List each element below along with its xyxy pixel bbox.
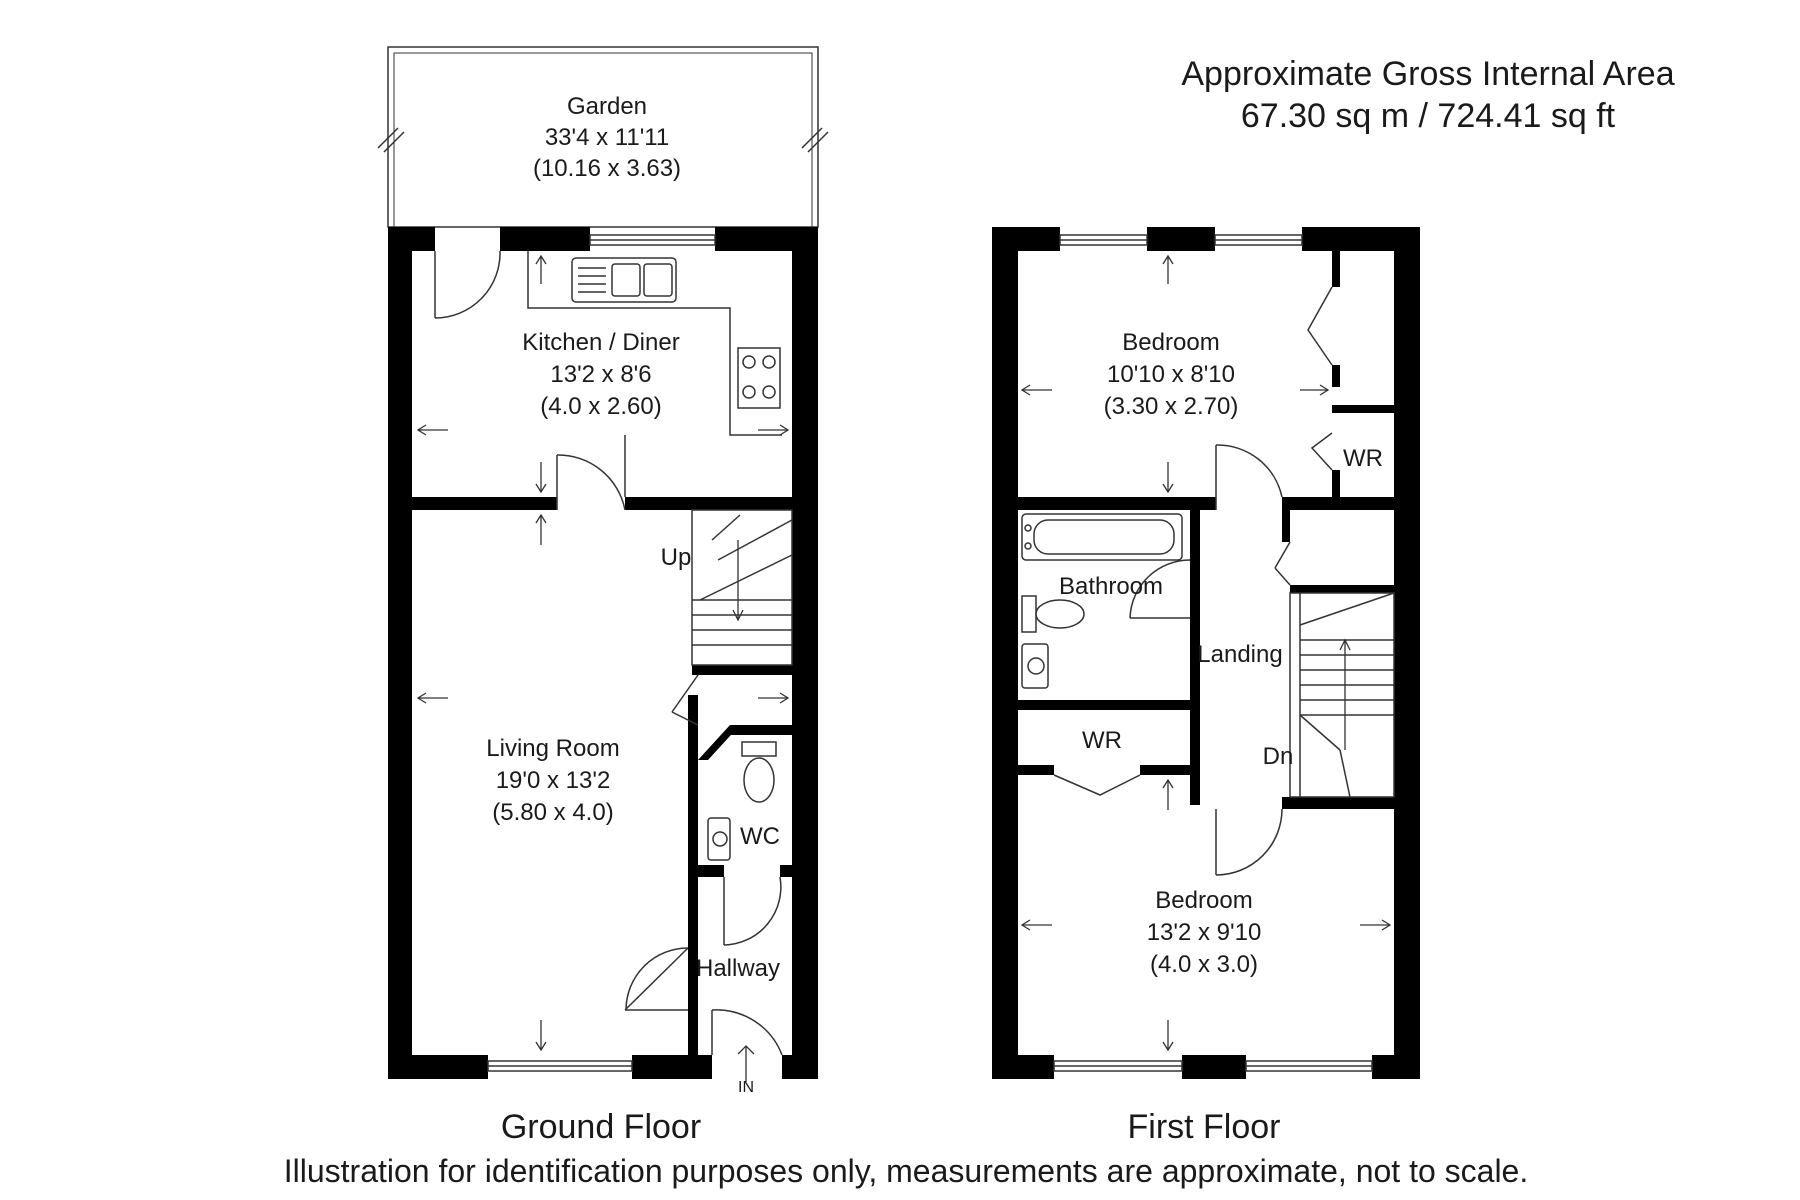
bedroom1-imperial: 10'10 x 8'10 [1107,361,1235,388]
kitchen-name: Kitchen / Diner [522,329,679,356]
kitchen-counter [527,251,782,436]
disclaimer-text: Illustration for identification purposes… [284,1153,1528,1189]
living-metric: (5.80 x 4.0) [492,799,613,826]
first-windows [1053,234,1373,1072]
garden-imperial: 33'4 x 11'11 [545,124,669,151]
area-title: Approximate Gross Internal Area [1181,55,1674,93]
first-stairs [1289,592,1395,798]
bathroom-fixtures [1021,513,1191,689]
kitchen-imperial: 13'2 x 8'6 [550,361,651,388]
ground-dimension-arrows [416,254,790,1082]
bathroom-name: Bathroom [1059,573,1163,600]
ground-doors [434,250,783,1056]
hallway-name: Hallway [696,955,780,982]
bedroom2-name: Bedroom [1155,887,1252,914]
first-outer-walls [992,227,1420,1079]
area-value: 67.30 sq m / 724.41 sq ft [1241,97,1616,135]
garden-metric: (10.16 x 3.63) [533,155,681,182]
bedroom2-imperial: 13'2 x 9'10 [1147,919,1262,946]
ground-windows [487,234,716,1072]
wr2-name: WR [1082,727,1122,754]
ground-floor-plan: Garden 33'4 x 11'11 (10.16 x 3.63) Kitch… [377,46,829,1096]
bedroom1-name: Bedroom [1122,329,1219,356]
first-floor-title: First Floor [1128,1108,1281,1146]
entrance-label: IN [738,1079,754,1096]
ground-interior-walls [412,497,792,1055]
garden-name: Garden [567,93,647,120]
stairs-up-label: Up [661,544,692,571]
kitchen-metric: (4.0 x 2.60) [540,393,661,420]
living-name: Living Room [486,735,619,762]
stairs-down-label: Dn [1263,743,1294,770]
hob [737,347,781,409]
landing-name: Landing [1197,641,1282,668]
bedroom1-metric: (3.30 x 2.70) [1104,393,1239,420]
first-labels: Bedroom 10'10 x 8'10 (3.30 x 2.70) WR Ba… [1059,329,1383,978]
first-dimension-arrows [1020,254,1392,1052]
living-imperial: 19'0 x 13'2 [496,767,611,794]
wardrobe-doors [1053,286,1333,796]
ground-floor-title: Ground Floor [501,1108,701,1146]
wr1-name: WR [1343,445,1383,472]
plan-headers: Approximate Gross Internal Area 67.30 sq… [284,55,1675,1189]
landing-doors [1215,444,1283,876]
ground-stairs [691,509,793,666]
bath-toilet [1035,599,1085,629]
first-floor-plan: Bedroom 10'10 x 8'10 (3.30 x 2.70) WR Ba… [992,227,1420,1079]
first-interior-walls [1018,251,1394,809]
wc-name: WC [740,823,780,850]
wc-fixtures [707,741,777,861]
ground-outer-walls [388,227,818,1079]
ground-labels: Garden 33'4 x 11'11 (10.16 x 3.63) Kitch… [486,93,780,1096]
toilet [743,757,775,803]
garden-outline [377,46,829,228]
bedroom2-metric: (4.0 x 3.0) [1150,951,1258,978]
